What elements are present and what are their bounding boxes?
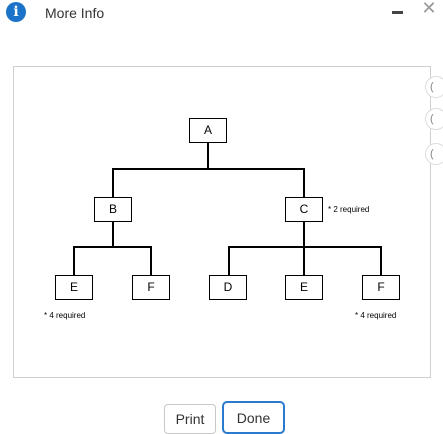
connector-to-f1 — [150, 246, 152, 276]
minimize-icon — [392, 11, 403, 14]
connector-to-b — [112, 168, 114, 198]
info-icon: i — [6, 2, 26, 22]
done-button[interactable]: Done — [222, 401, 285, 434]
note-c-required: * 2 required — [328, 205, 370, 214]
connector-to-e2 — [303, 246, 305, 276]
node-f-left: F — [132, 275, 170, 300]
connector-c-bar — [228, 246, 382, 248]
print-button[interactable]: Print — [164, 404, 216, 434]
title-bar: i More Info ✕ — [0, 0, 443, 30]
node-c: C — [285, 197, 323, 222]
side-tab-3[interactable]: ( — [425, 143, 443, 165]
minimize-button[interactable] — [391, 4, 405, 18]
connector-a-down — [207, 142, 209, 169]
connector-to-f2 — [380, 246, 382, 276]
side-tab-2[interactable]: ( — [425, 108, 443, 130]
node-f-right: F — [362, 275, 400, 300]
close-button[interactable]: ✕ — [421, 0, 437, 18]
note-f-required: * 4 required — [355, 311, 397, 320]
connector-c-down — [303, 222, 305, 247]
note-e-required: * 4 required — [44, 311, 86, 320]
diagram-frame — [13, 66, 431, 378]
window-title: More Info — [45, 5, 105, 21]
node-a: A — [189, 118, 227, 143]
node-e-right: E — [285, 275, 323, 300]
side-tab-1[interactable]: ( — [425, 76, 443, 98]
node-d: D — [209, 275, 247, 300]
node-e-left: E — [55, 275, 93, 300]
connector-a-bar — [112, 168, 305, 170]
node-b: B — [94, 197, 132, 222]
connector-to-d — [228, 246, 230, 276]
connector-to-e1 — [73, 246, 75, 276]
connector-to-c — [303, 168, 305, 198]
connector-b-down — [112, 222, 114, 247]
connector-b-bar — [73, 246, 152, 248]
